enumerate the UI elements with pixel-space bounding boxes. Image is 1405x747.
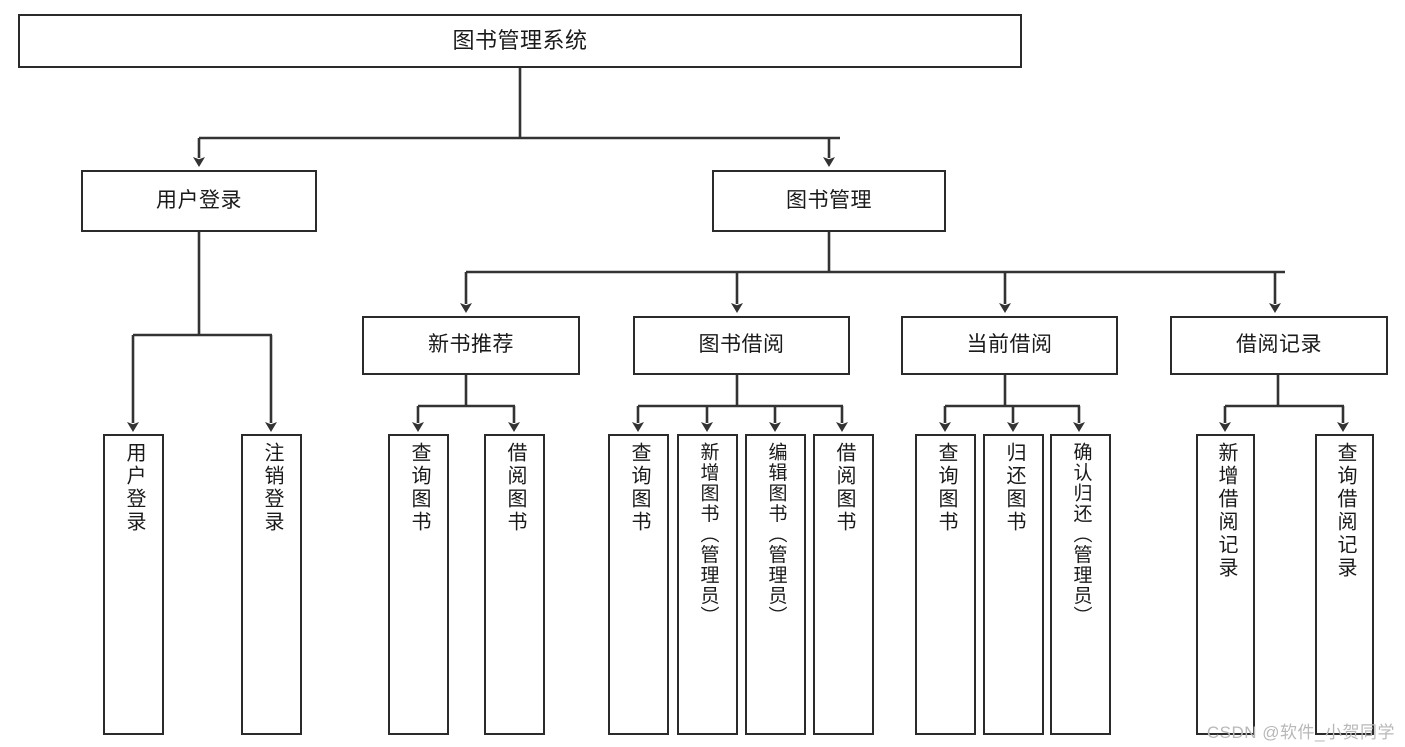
node-label: 注销登录 (261, 442, 283, 534)
node-label: 查询借阅记录 (1334, 442, 1356, 580)
leaf-add-book-admin[interactable]: 新增图书（管理员） (677, 434, 738, 735)
leaf-add-borrow-record[interactable]: 新增借阅记录 (1196, 434, 1255, 735)
node-current-borrow[interactable]: 当前借阅 (901, 316, 1118, 375)
leaf-query-book-recommend[interactable]: 查询图书 (388, 434, 449, 735)
leaf-edit-book-admin[interactable]: 编辑图书（管理员） (745, 434, 806, 735)
leaf-logout[interactable]: 注销登录 (241, 434, 302, 735)
node-book-management[interactable]: 图书管理 (712, 170, 946, 232)
node-label: 新增借阅记录 (1215, 442, 1237, 580)
leaf-borrow-book-recommend[interactable]: 借阅图书 (484, 434, 545, 735)
leaf-user-login[interactable]: 用户登录 (103, 434, 164, 735)
node-label: 查询图书 (628, 442, 650, 534)
node-book-borrow[interactable]: 图书借阅 (633, 316, 850, 375)
node-label: 归还图书 (1003, 442, 1025, 534)
node-label: 借阅图书 (504, 442, 526, 534)
node-label: 图书管理系统 (452, 28, 588, 54)
leaf-confirm-return-admin[interactable]: 确认归还（管理员） (1050, 434, 1111, 735)
node-label: 用户登录 (156, 188, 242, 212)
node-label: 当前借阅 (966, 333, 1053, 357)
node-label: 确认归还（管理员） (1070, 442, 1092, 627)
node-borrow-record[interactable]: 借阅记录 (1170, 316, 1388, 375)
leaf-return-book[interactable]: 归还图书 (983, 434, 1044, 735)
node-label: 用户登录 (123, 442, 145, 534)
leaf-borrow-book[interactable]: 借阅图书 (813, 434, 874, 735)
node-user-login[interactable]: 用户登录 (81, 170, 317, 232)
node-label: 编辑图书（管理员） (765, 442, 787, 627)
node-label: 新书推荐 (428, 333, 514, 357)
node-root-book-management-system[interactable]: 图书管理系统 (18, 14, 1022, 68)
leaf-query-book-current[interactable]: 查询图书 (915, 434, 976, 735)
node-label: 图书借阅 (698, 333, 785, 357)
leaf-query-borrow-record[interactable]: 查询借阅记录 (1315, 434, 1374, 735)
leaf-query-book-borrow[interactable]: 查询图书 (608, 434, 669, 735)
node-label: 借阅图书 (833, 442, 855, 534)
watermark-text: CSDN @软件_小贺同学 (1206, 723, 1395, 742)
node-label: 查询图书 (408, 442, 430, 534)
node-label: 查询图书 (935, 442, 957, 534)
node-new-book-recommend[interactable]: 新书推荐 (362, 316, 580, 375)
node-label: 图书管理 (786, 188, 872, 212)
node-label: 借阅记录 (1236, 333, 1322, 357)
node-label: 新增图书（管理员） (697, 442, 719, 627)
